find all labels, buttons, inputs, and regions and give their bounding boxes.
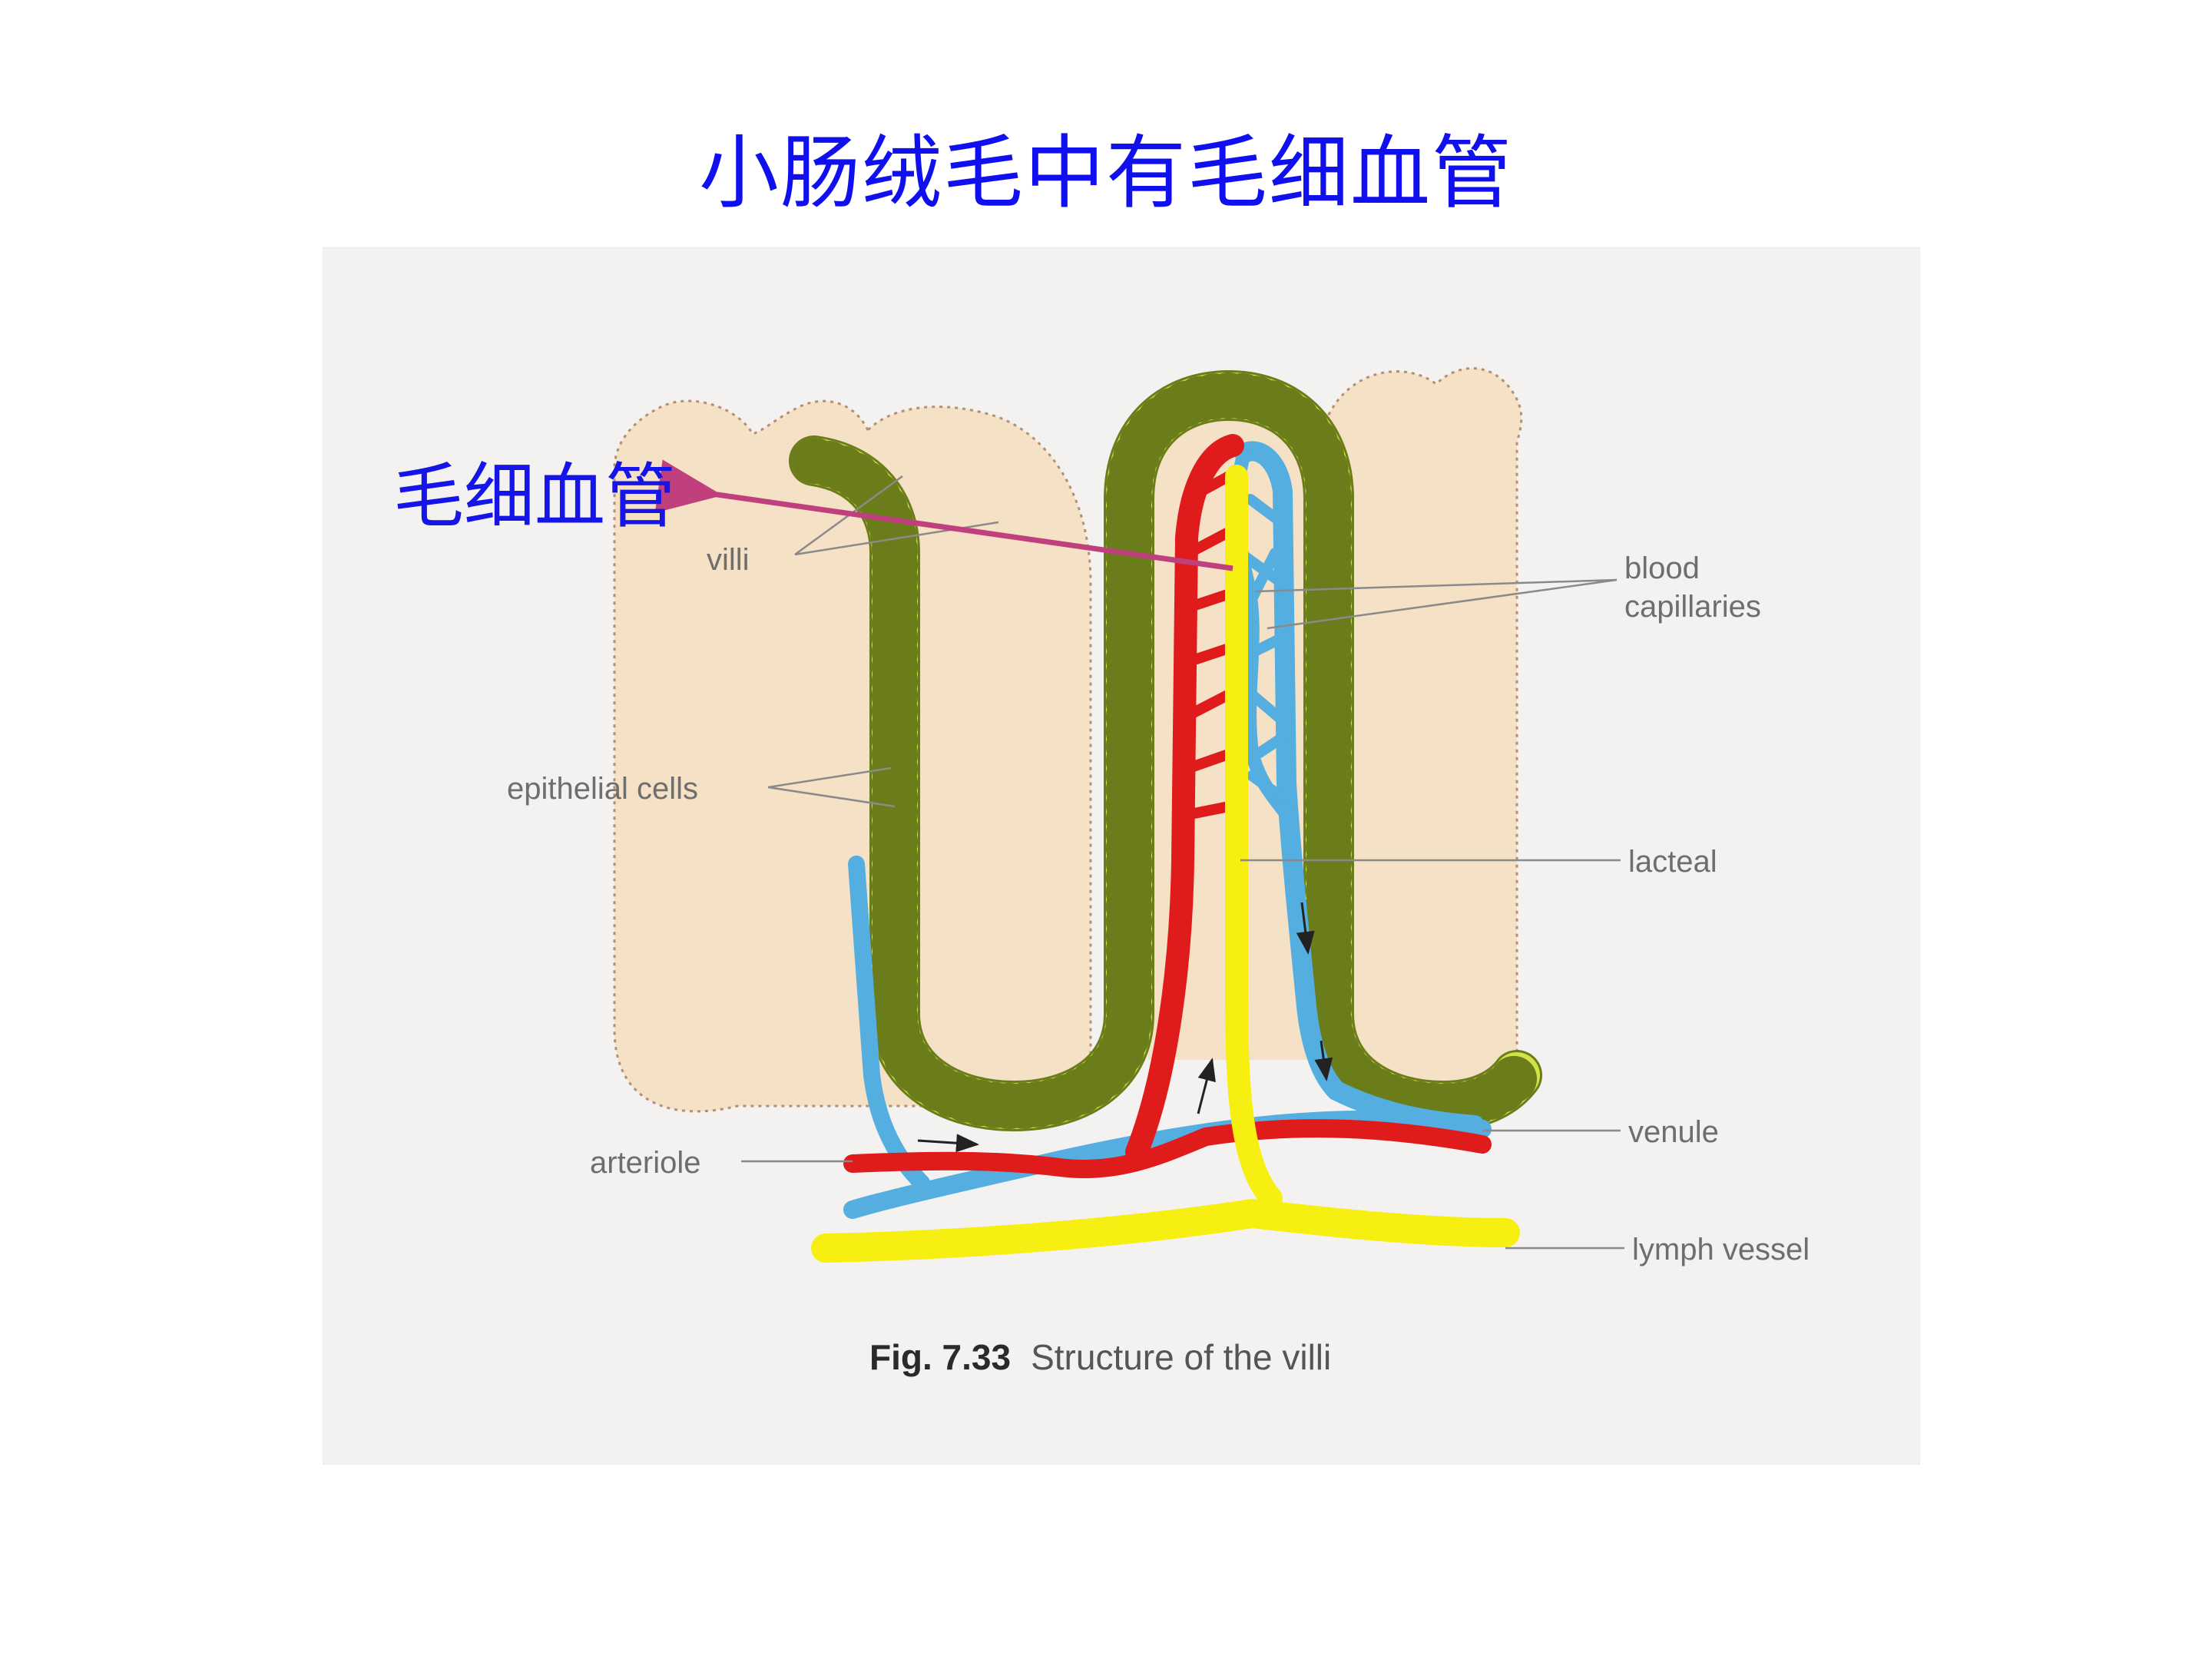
right-villus-core bbox=[1327, 367, 1523, 1095]
label-epithelial-cells: epithelial cells bbox=[507, 772, 698, 806]
label-villi: villi bbox=[707, 543, 750, 577]
left-vein bbox=[848, 856, 930, 1191]
label-blood-capillaries-2: capillaries bbox=[1624, 590, 1761, 624]
label-lacteal: lacteal bbox=[1628, 845, 1717, 879]
callout-arrow bbox=[654, 459, 1233, 571]
label-venule: venule bbox=[1628, 1115, 1719, 1149]
venule-vessel bbox=[843, 1110, 1492, 1219]
figure-caption-text: Structure of the villi bbox=[1031, 1337, 1332, 1377]
arterial-capillaries bbox=[843, 434, 1492, 1178]
venous-capillaries bbox=[843, 441, 1492, 1219]
figure-caption-number: Fig. 7.33 bbox=[869, 1337, 1012, 1377]
epithelial-layer bbox=[789, 369, 1542, 1132]
arteriole-vessel bbox=[843, 1119, 1492, 1178]
lymph-vessel bbox=[811, 1199, 1520, 1263]
lacteal-vessel bbox=[1225, 465, 1283, 1210]
figure-caption: Fig. 7.33 Structure of the villi bbox=[869, 1336, 1331, 1378]
epithelium-cell-walls bbox=[791, 372, 1540, 1130]
callout-label: 毛细血管 bbox=[393, 455, 677, 538]
label-blood-capillaries-1: blood bbox=[1624, 551, 1700, 585]
label-arteriole: arteriole bbox=[590, 1146, 701, 1180]
flow-arrows bbox=[917, 902, 1333, 1153]
label-lymph-vessel: lymph vessel bbox=[1632, 1233, 1810, 1267]
lymph-system bbox=[811, 465, 1520, 1263]
left-villus-core bbox=[613, 399, 1092, 1113]
slide-title: 小肠绒毛中有毛细血管 bbox=[698, 126, 1513, 220]
